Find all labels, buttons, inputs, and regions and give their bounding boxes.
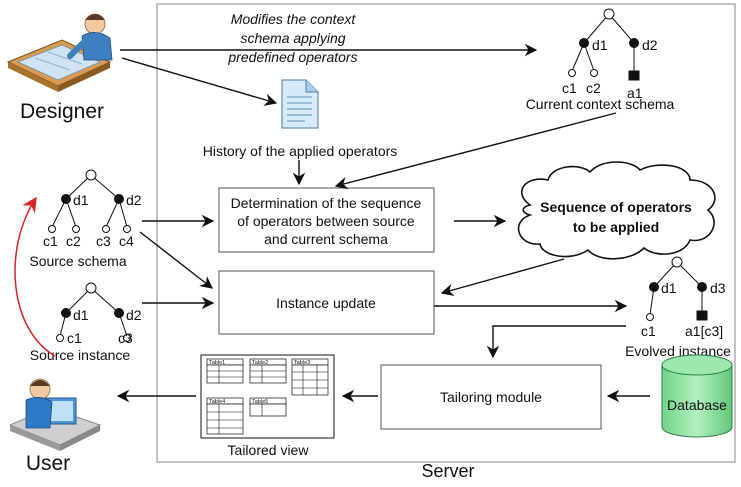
current-schema-label: Current context schema (526, 96, 675, 112)
designer-icon (6, 13, 113, 92)
cloud-line-1: Sequence of operators (540, 199, 692, 215)
table-1-label: Table1 (209, 360, 225, 366)
evolved-instance-tree (646, 256, 708, 321)
instance-update-box (218, 270, 435, 335)
source-node-c1: c1 (43, 233, 58, 249)
source-node-d2: d2 (126, 192, 142, 208)
determination-line-3: and current schema (264, 231, 388, 247)
arrow-designer-to-history (121, 57, 278, 106)
table-2-label: Table2 (252, 360, 268, 366)
table-4-label: Table4 (209, 399, 225, 405)
current-schema-tree (568, 8, 640, 81)
table-5-label: Table5 (252, 399, 268, 405)
source-node-c4: c4 (119, 233, 134, 249)
current-node-d1: d1 (592, 37, 608, 53)
server-boundary (156, 3, 736, 463)
database-icon (661, 354, 733, 438)
annotation-line-1: Modifies the context (231, 11, 357, 27)
server-label: Server (421, 461, 474, 481)
sequence-cloud (517, 161, 716, 260)
arrow-cloud-to-instance-update (440, 258, 565, 297)
evolved-node-d3: d3 (710, 280, 726, 296)
history-label: History of the applied operators (203, 143, 398, 159)
evolved-node-a1c3: a1[c3] (685, 323, 723, 339)
flow-arrows (116, 43, 650, 403)
tailored-view-label: Tailored view (228, 442, 310, 458)
instance-node-d1: d1 (73, 307, 89, 323)
table-3-label: Table3 (294, 360, 310, 366)
annotation-line-2: schema applying (240, 30, 345, 46)
source-node-d1: d1 (73, 192, 89, 208)
evolved-node-d1: d1 (661, 280, 677, 296)
determination-box (218, 187, 435, 253)
instance-update-label: Instance update (276, 295, 376, 311)
tailoring-box (380, 364, 602, 430)
source-node-c2: c2 (66, 233, 81, 249)
source-schema-tree (48, 169, 131, 233)
determination-line-2: of operators between source (237, 213, 415, 229)
instance-node-d2: d2 (126, 307, 142, 323)
current-node-d2: d2 (642, 37, 658, 53)
feedback-arrow (14, 196, 56, 357)
instance-node-c1: c1 (67, 330, 82, 346)
source-node-c3: c3 (96, 233, 111, 249)
user-icon (8, 378, 102, 451)
evolved-node-c1: c1 (641, 323, 656, 339)
database-label: Database (667, 397, 727, 413)
arrow-evolved-to-tailoring (486, 325, 626, 359)
history-document-icon (281, 79, 319, 129)
cloud-line-2: to be applied (573, 219, 659, 235)
tailored-view-panel (200, 354, 335, 439)
annotation-line-3: predefined operators (227, 49, 357, 65)
source-instance-label: Source instance (30, 347, 131, 363)
tailoring-label: Tailoring module (440, 389, 542, 405)
arrow-source-schema-to-instance-update (139, 231, 213, 289)
source-instance-tree (56, 282, 131, 342)
instance-node-c3: c3 (118, 330, 133, 346)
current-node-c1: c1 (562, 80, 577, 96)
current-node-c2: c2 (586, 80, 601, 96)
source-schema-label: Source schema (29, 253, 126, 269)
current-node-a1: a1 (627, 85, 643, 101)
designer-label: Designer (20, 100, 104, 123)
user-label: User (26, 452, 70, 475)
determination-line-1: Determination of the sequence (231, 195, 422, 211)
arrow-current-schema-to-determination (334, 112, 617, 190)
